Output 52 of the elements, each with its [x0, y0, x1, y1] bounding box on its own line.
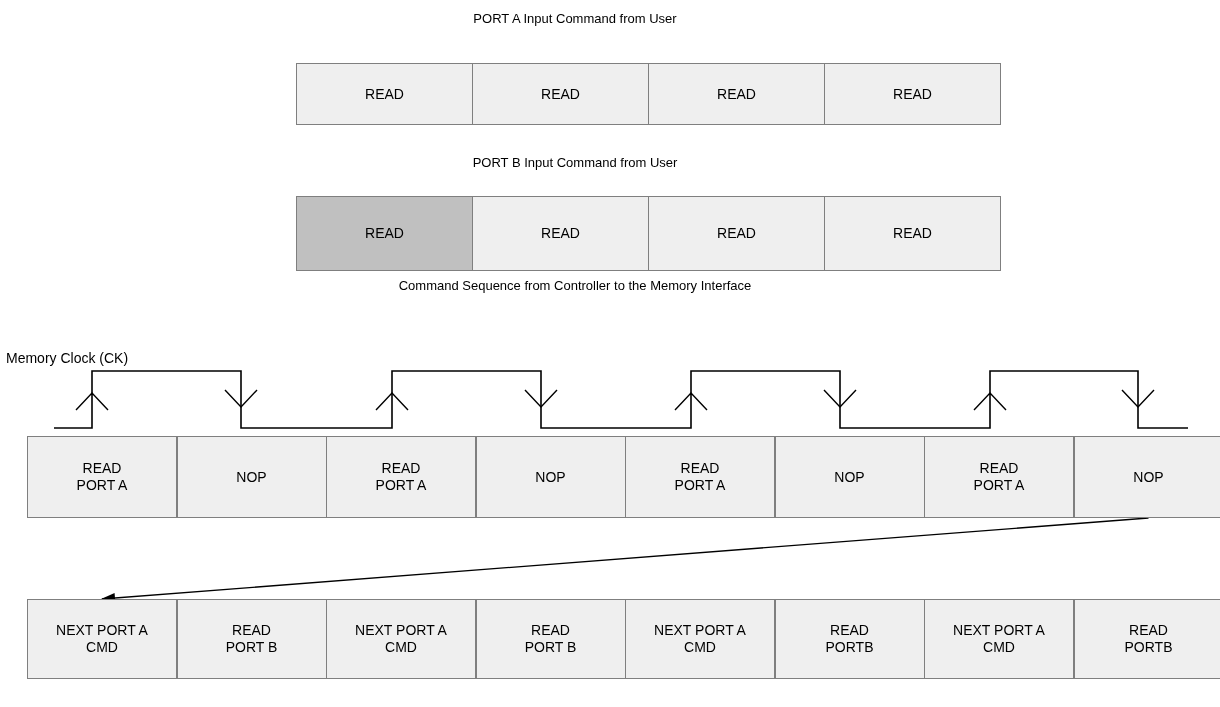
command-text: READ [717, 85, 756, 103]
command-cell [1073, 599, 1220, 679]
command-cell [296, 63, 473, 125]
command-cell [924, 436, 1074, 518]
command-cell [475, 436, 626, 518]
command-cell [648, 196, 825, 271]
command-text: READ [717, 225, 756, 242]
row-heading: PORT B Input Command from User [472, 155, 678, 170]
command-text: NOP [834, 468, 865, 486]
command-text: READ [365, 225, 404, 242]
command-text: NOP [535, 468, 566, 486]
command-cell [27, 599, 177, 679]
command-text: READ [893, 225, 932, 242]
command-text: NEXT PORT A CMD [354, 622, 448, 656]
command-text: READ [365, 85, 404, 103]
command-cell [326, 436, 476, 518]
signal-name: Memory Clock (CK) [6, 350, 129, 366]
command-text: READ PORT B [523, 622, 578, 656]
command-cell [824, 196, 1001, 271]
command-cell [27, 436, 177, 518]
command-text: READ [541, 225, 580, 242]
row-heading: Command Sequence from Controller to the Memory Interface [398, 278, 752, 293]
command-text: NEXT PORT A CMD [55, 622, 149, 656]
command-cell [824, 63, 1001, 125]
command-text: READ PORTB [824, 622, 875, 656]
command-cell [176, 599, 327, 679]
command-text: READ PORT A [75, 460, 129, 494]
command-cell [472, 63, 649, 125]
command-cell [472, 196, 649, 271]
command-cell [326, 599, 476, 679]
command-text: READ [893, 85, 932, 103]
command-cell [774, 436, 925, 518]
command-cell [625, 436, 775, 518]
command-text: NEXT PORT A CMD [653, 622, 747, 656]
command-text: READ PORT A [374, 460, 428, 494]
command-cell [1073, 436, 1220, 518]
command-cell [296, 196, 473, 271]
command-cell [924, 599, 1074, 679]
command-cell [176, 436, 327, 518]
row-heading: PORT A Input Command from User [473, 11, 677, 26]
command-text: READ PORT A [972, 460, 1026, 494]
command-text: READ [541, 85, 580, 103]
command-text: NEXT PORT A CMD [952, 622, 1046, 656]
command-text: READ PORT B [224, 622, 279, 656]
command-cell [475, 599, 626, 679]
command-cell [774, 599, 925, 679]
command-cell [648, 63, 825, 125]
command-text: READ PORT A [673, 460, 727, 494]
command-text: NOP [236, 468, 267, 486]
command-text: READ PORTB [1123, 622, 1174, 656]
command-text: NOP [1133, 468, 1164, 486]
command-cell [625, 599, 775, 679]
